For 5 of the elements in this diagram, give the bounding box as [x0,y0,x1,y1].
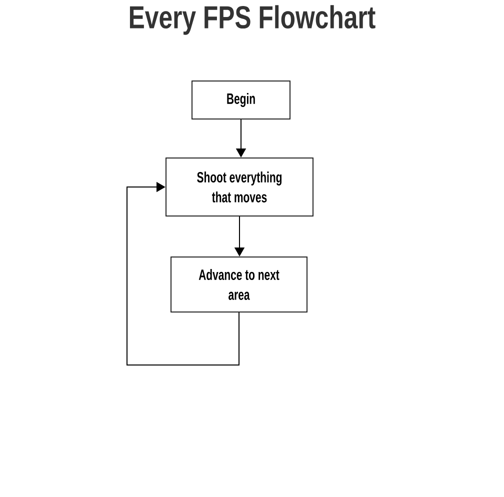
arrow [126,182,240,366]
process-box: Advance to next area [170,256,308,312]
title: Every FPS Flowchart [130,5,376,35]
process-box: Begin [192,80,290,120]
process-box: Shoot everything that moves [166,158,314,216]
